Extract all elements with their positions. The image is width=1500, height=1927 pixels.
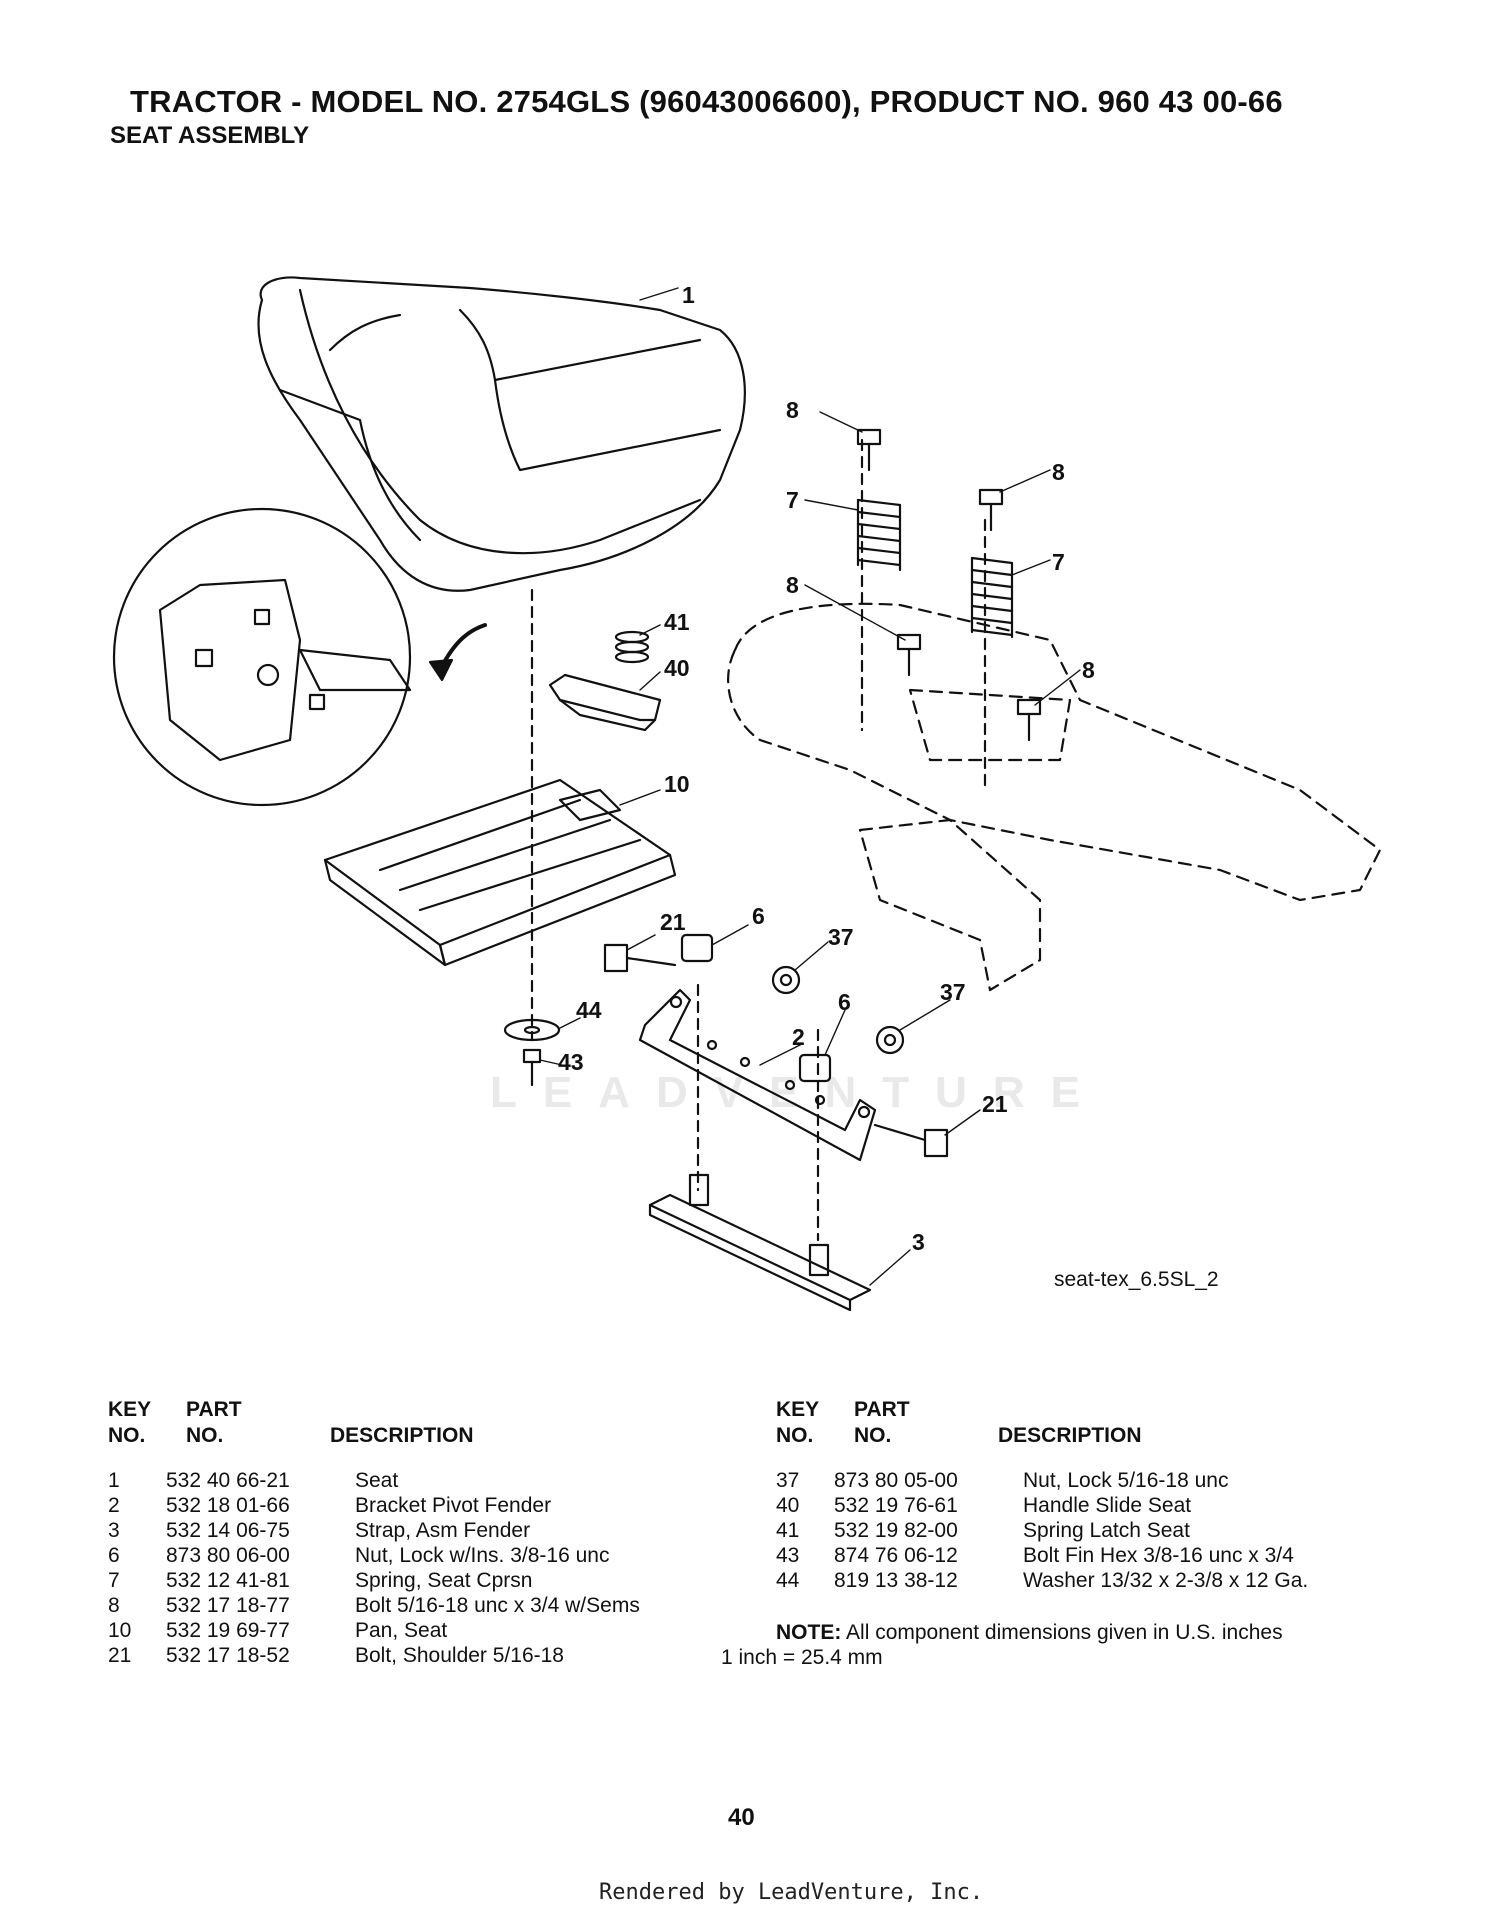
col-header-key-no: NO.	[108, 1424, 146, 1447]
part-description: Spring Latch Seat	[1023, 1519, 1190, 1542]
page-number: 40	[728, 1804, 755, 1831]
note-conversion: 1 inch = 25.4 mm	[721, 1646, 883, 1669]
part-no: 532 14 06-75	[166, 1519, 290, 1542]
key-no: 7	[108, 1569, 120, 1592]
detail-circle	[112, 507, 487, 807]
part-description: Nut, Lock w/Ins. 3/8-16 unc	[355, 1544, 610, 1567]
col-header-part: PART	[854, 1398, 910, 1421]
footer-credit: Rendered by LeadVenture, Inc.	[599, 1880, 984, 1905]
key-no: 43	[776, 1544, 800, 1567]
part-description: Strap, Asm Fender	[355, 1519, 531, 1542]
callout-8: 8	[786, 397, 799, 423]
parts-table-right: KEY NO. PART NO. DESCRIPTION 37 873 80 0…	[776, 1398, 1396, 1598]
part-description: Pan, Seat	[355, 1619, 448, 1642]
key-no: 1	[108, 1469, 120, 1492]
spring-bolts	[856, 428, 1042, 742]
key-no: 40	[776, 1494, 800, 1517]
callout-8: 8	[786, 572, 799, 598]
part-description: Bracket Pivot Fender	[355, 1494, 552, 1517]
part-description: Nut, Lock 5/16-18 unc	[1023, 1469, 1229, 1492]
key-no: 10	[108, 1619, 132, 1642]
assembly-lines	[530, 438, 987, 1242]
part-no: 532 17 18-77	[166, 1594, 290, 1617]
callout-7: 7	[786, 487, 799, 513]
fender-outline	[727, 602, 1382, 992]
parts-table-left: KEY NO. PART NO. DESCRIPTION 1 532 40 66…	[108, 1398, 728, 1698]
col-header-part-no: NO.	[186, 1424, 224, 1447]
part-description: Bolt, Shoulder 5/16-18	[355, 1644, 564, 1667]
part-description: Bolt Fin Hex 3/8-16 unc x 3/4	[1023, 1544, 1294, 1567]
part-no: 532 19 69-77	[166, 1619, 290, 1642]
part-no: 873 80 05-00	[834, 1469, 958, 1492]
col-header-key-no: NO.	[776, 1424, 814, 1447]
callout-43: 43	[558, 1049, 584, 1075]
watermark: LEADVENTURE	[490, 1068, 1107, 1117]
latch-spring-part	[614, 630, 650, 664]
part-description: Bolt 5/16-18 unc x 3/4 w/Sems	[355, 1594, 640, 1617]
nuts	[680, 933, 905, 1083]
washer-and-bolt	[503, 1018, 561, 1087]
key-no: 37	[776, 1469, 800, 1492]
part-no: 532 40 66-21	[166, 1469, 290, 1492]
callout-41: 41	[664, 609, 690, 635]
seat-spring-left	[856, 498, 902, 572]
key-no: 3	[108, 1519, 120, 1542]
part-no: 532 17 18-52	[166, 1644, 290, 1667]
key-no: 2	[108, 1494, 120, 1517]
figure-id: seat-tex_6.5SL_2	[1054, 1268, 1219, 1291]
key-no: 44	[776, 1569, 800, 1592]
col-header-part-no: NO.	[854, 1424, 892, 1447]
leader-lines	[539, 287, 1081, 1286]
callout-7: 7	[1052, 549, 1065, 575]
col-header-description: DESCRIPTION	[330, 1424, 474, 1447]
callout-2: 2	[792, 1024, 805, 1050]
callout-3: 3	[912, 1229, 925, 1255]
exploded-parts-diagram: 1 8 8 7 7 8 8 41 40 10 21 6 37 6 37 2 21…	[112, 276, 1382, 1312]
key-no: 21	[108, 1644, 132, 1667]
part-no: 532 18 01-66	[166, 1494, 290, 1517]
key-no: 6	[108, 1544, 120, 1567]
key-no: 41	[776, 1519, 800, 1542]
section-title: SEAT ASSEMBLY	[110, 122, 310, 149]
note-label: NOTE:	[776, 1621, 842, 1644]
callout-40: 40	[664, 655, 690, 681]
part-description: Washer 13/32 x 2-3/8 x 12 Ga.	[1023, 1569, 1309, 1592]
part-description: Spring, Seat Cprsn	[355, 1569, 533, 1592]
part-no: 874 76 06-12	[834, 1544, 958, 1567]
callout-37: 37	[828, 924, 854, 950]
callout-21: 21	[982, 1091, 1008, 1117]
part-description: Seat	[355, 1469, 399, 1492]
callout-10: 10	[664, 771, 690, 797]
col-header-key: KEY	[776, 1398, 820, 1421]
seat-part	[257, 276, 746, 592]
part-no: 819 13 38-12	[834, 1569, 958, 1592]
part-no: 532 12 41-81	[166, 1569, 290, 1592]
part-no: 532 19 76-61	[834, 1494, 958, 1517]
callout-8: 8	[1082, 657, 1095, 683]
callout-6: 6	[838, 989, 851, 1015]
callout-21: 21	[660, 909, 686, 935]
seat-spring-right	[970, 556, 1014, 639]
part-description: Handle Slide Seat	[1023, 1494, 1192, 1517]
note: NOTE: All component dimensions given in …	[776, 1621, 1283, 1645]
shoulder-bolts	[603, 943, 949, 1158]
slide-handle-part	[548, 673, 662, 732]
callout-6: 6	[752, 903, 765, 929]
col-header-part: PART	[186, 1398, 242, 1421]
callout-44: 44	[576, 997, 602, 1023]
part-no: 873 80 06-00	[166, 1544, 290, 1567]
col-header-key: KEY	[108, 1398, 152, 1421]
callout-1: 1	[682, 282, 695, 308]
callout-8: 8	[1052, 459, 1065, 485]
col-header-description: DESCRIPTION	[998, 1424, 1142, 1447]
key-no: 8	[108, 1594, 120, 1617]
part-no: 532 19 82-00	[834, 1519, 958, 1542]
pivot-bracket-part	[638, 988, 877, 1162]
note-text: All component dimensions given in U.S. i…	[846, 1621, 1283, 1644]
callout-37: 37	[940, 979, 966, 1005]
seat-pan-part	[323, 778, 677, 967]
page-title: TRACTOR - MODEL NO. 2754GLS (96043006600…	[130, 84, 1283, 119]
fender-strap-part	[648, 1173, 872, 1312]
